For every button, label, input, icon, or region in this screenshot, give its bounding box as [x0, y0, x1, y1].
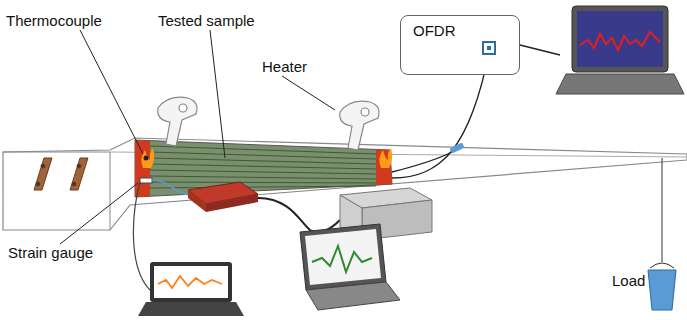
- clamp-edge: [3, 152, 110, 230]
- fiber-port: [481, 40, 497, 56]
- gauge-wire: [152, 180, 192, 195]
- laptop: [300, 224, 400, 310]
- device-box: OFDR: [400, 15, 520, 75]
- heat-gun: [340, 101, 379, 150]
- leader-lines: [60, 30, 335, 244]
- amplifier: [188, 182, 258, 212]
- load-string: [662, 158, 663, 262]
- heater-pad: [376, 149, 392, 185]
- flame: [379, 148, 392, 168]
- part-label: Heater: [262, 58, 307, 76]
- bucket-handle: [650, 263, 674, 268]
- device-name: OFDR: [401, 16, 519, 40]
- sample-fibers: [150, 146, 376, 188]
- part-label: Thermocouple: [6, 12, 102, 30]
- fiber-connector: [449, 142, 464, 153]
- flame: [141, 148, 154, 168]
- part-label: Strain gauge: [8, 244, 93, 262]
- fiber-lead: [392, 152, 452, 172]
- laptop: [138, 262, 244, 316]
- thermocouple-dot: [144, 156, 149, 161]
- heat-gun: [158, 97, 197, 146]
- clamp-bolts: [34, 158, 88, 190]
- part-label: Load: [612, 272, 645, 290]
- load-bucket: [648, 270, 676, 310]
- laptop: [556, 6, 684, 94]
- gauge-wire: [133, 182, 150, 290]
- cable: [258, 198, 340, 232]
- heater-pad: [135, 140, 150, 197]
- strain-gauge: [140, 178, 152, 183]
- ofdr-cable: [520, 45, 560, 55]
- part-label: Tested sample: [158, 12, 255, 30]
